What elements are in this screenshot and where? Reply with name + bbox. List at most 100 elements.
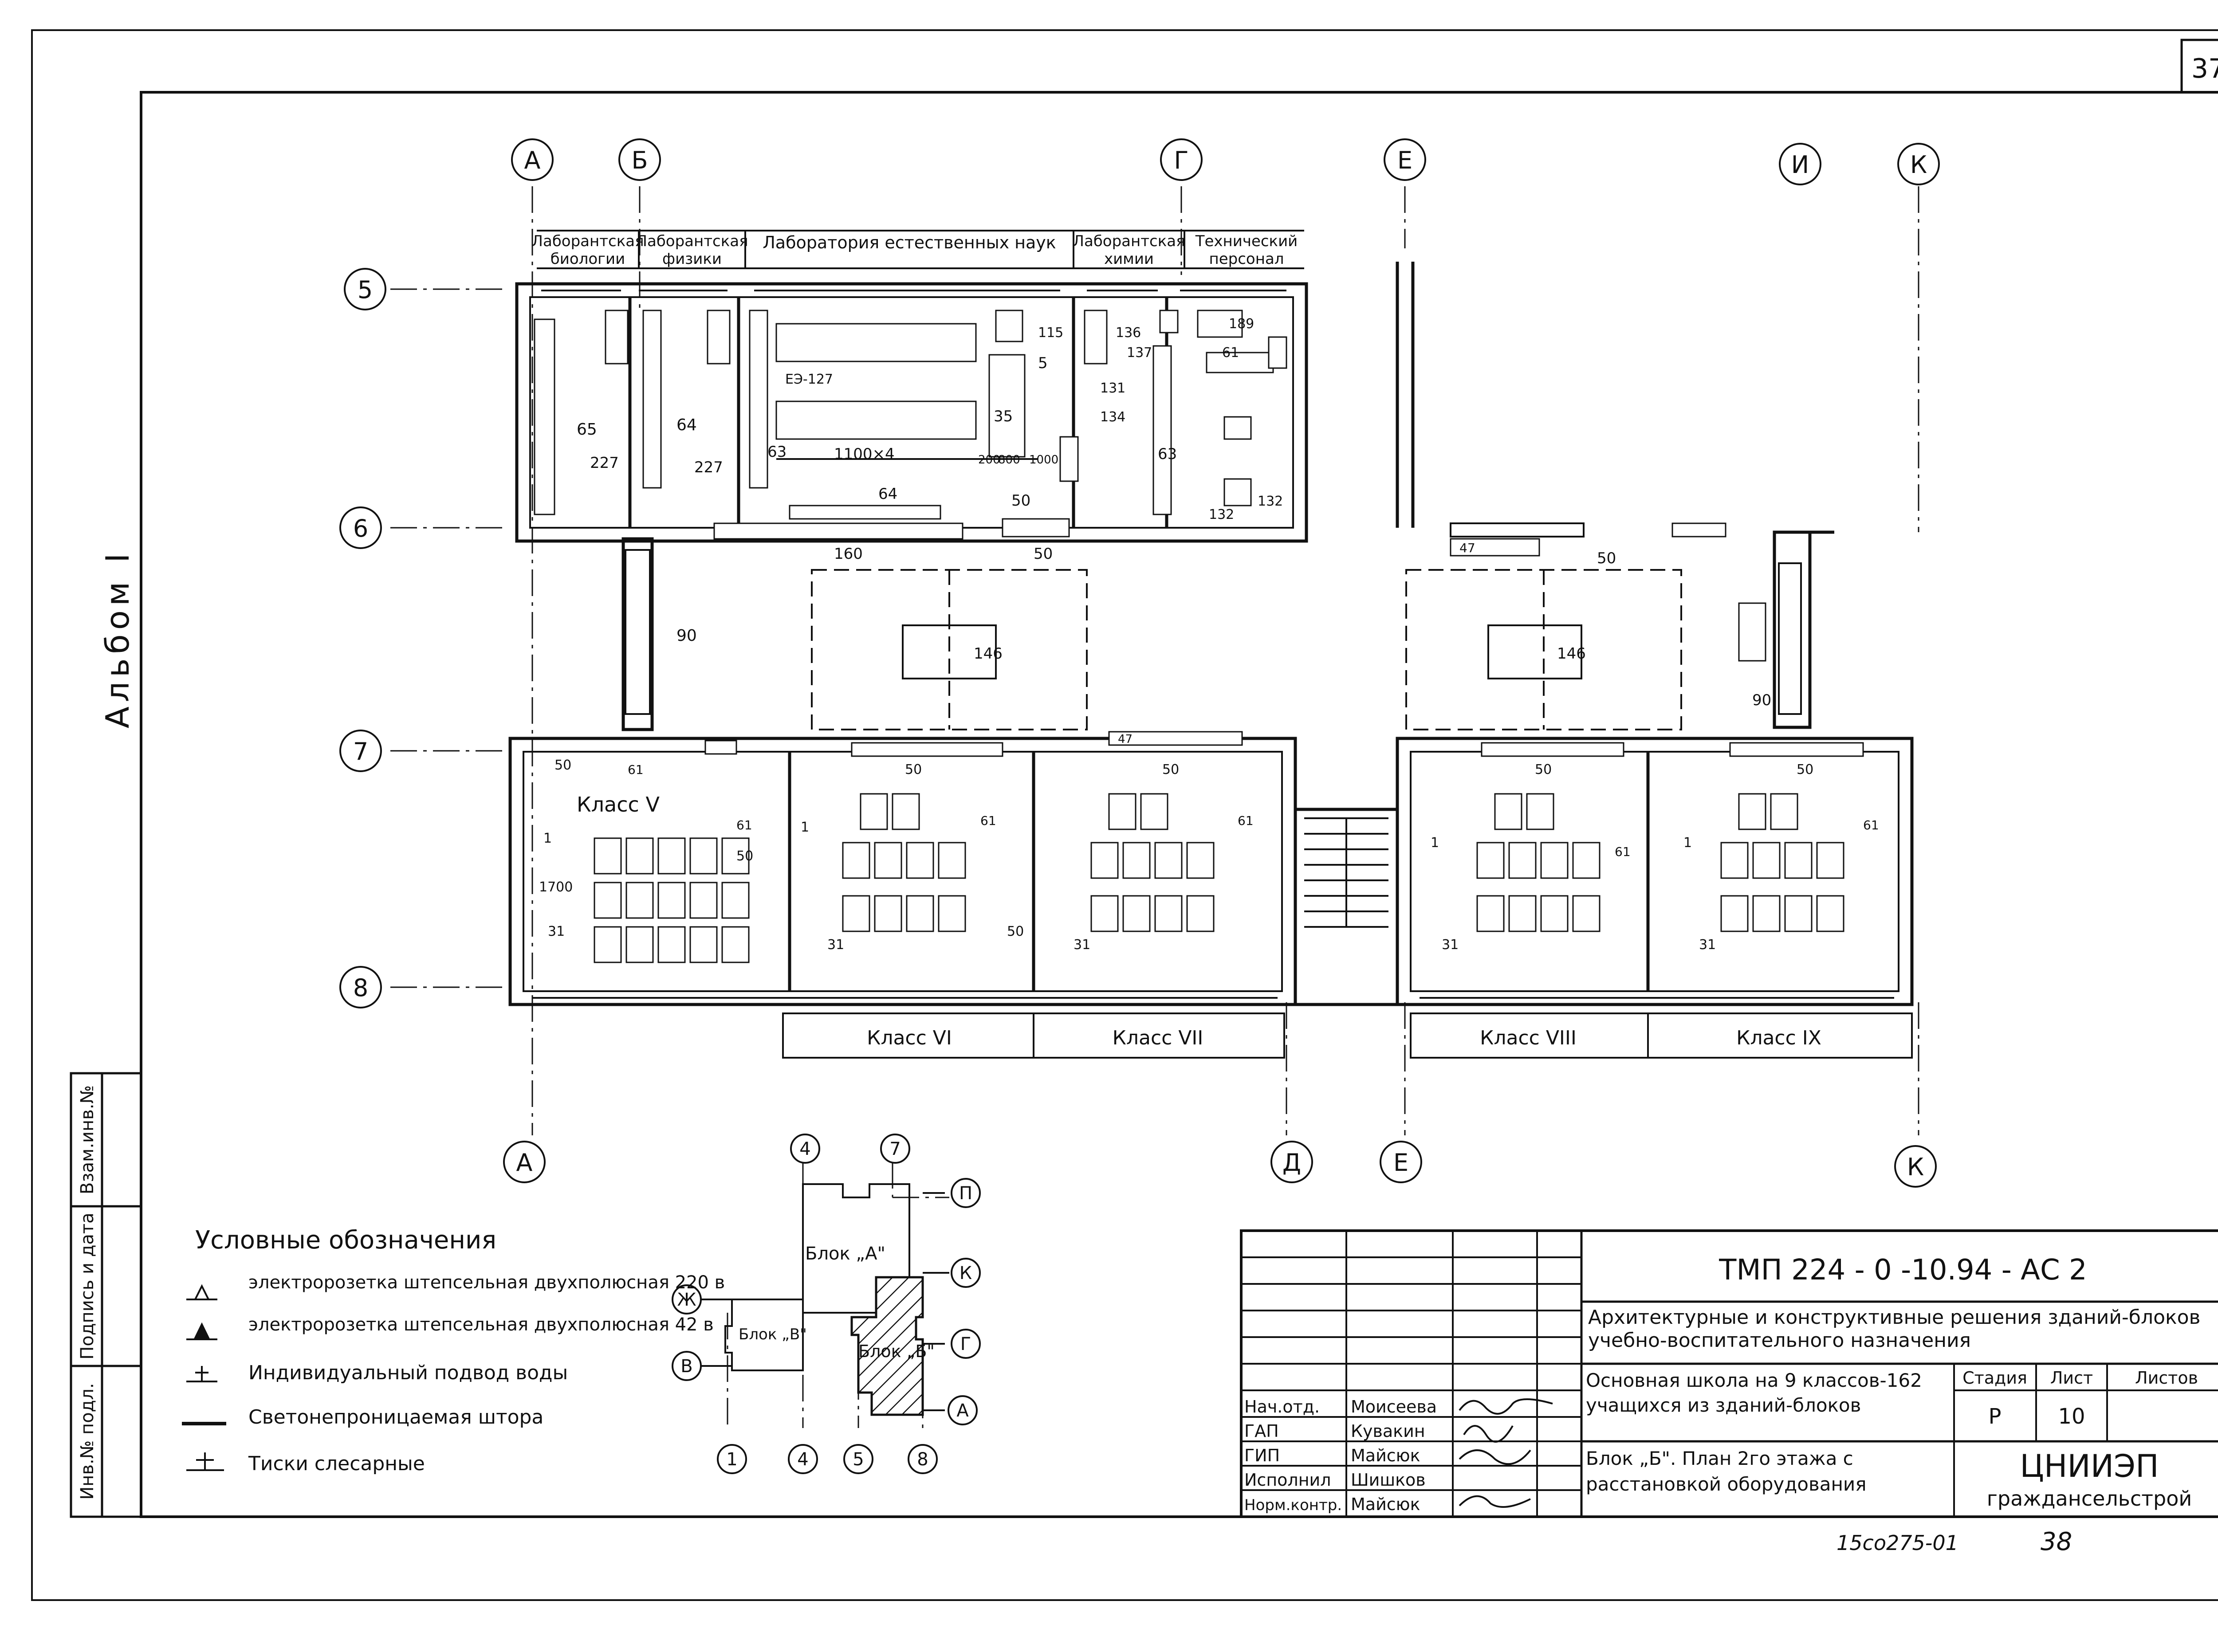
axis-bubble-7: 7 bbox=[339, 730, 382, 772]
svg-text:160: 160 bbox=[834, 545, 863, 563]
object-title: Основная школа на 9 классов-162 учащихся… bbox=[1586, 1369, 1922, 1416]
student-desk bbox=[1108, 793, 1137, 830]
key-plan-block-a: Блок „А" bbox=[805, 1244, 885, 1264]
svg-text:Е: Е bbox=[1397, 146, 1412, 174]
svg-text:К: К bbox=[1910, 151, 1927, 179]
axis-bubble-a-top: А bbox=[511, 138, 554, 181]
svg-text:31: 31 bbox=[548, 924, 565, 939]
mark-64a: 64 bbox=[676, 416, 697, 434]
svg-text:131: 131 bbox=[1100, 381, 1125, 396]
svg-text:61: 61 bbox=[736, 818, 752, 832]
corridor-furniture: 64 160 50 50 47 50 bbox=[713, 485, 1726, 567]
svg-text:1: 1 bbox=[1683, 835, 1692, 851]
student-desk bbox=[1122, 895, 1151, 932]
role-3: ГИП bbox=[1244, 1446, 1280, 1465]
svg-text:химии: химии bbox=[1104, 250, 1154, 268]
svg-text:227: 227 bbox=[694, 459, 723, 476]
key-axis-bubbles: 4 7 П К Ж В Г А 1 4 5 8 bbox=[672, 1134, 981, 1474]
student-desk bbox=[689, 882, 718, 919]
svg-text:Тиски слесарные: Тиски слесарные bbox=[248, 1452, 425, 1475]
svg-text:63: 63 bbox=[1158, 445, 1177, 463]
svg-text:Б: Б bbox=[631, 146, 648, 174]
axis-bubble-a-bottom: А bbox=[503, 1141, 546, 1183]
lab-desks bbox=[775, 310, 1287, 506]
album-label: Альбом I bbox=[99, 549, 136, 729]
approval-stamp: Инв.№ подл. Подпись и дата Взам.инв.№ bbox=[70, 1072, 142, 1518]
page-number-box: 37 bbox=[2180, 39, 2218, 94]
axis-bubble-d-bottom: Д bbox=[1270, 1141, 1313, 1183]
corridor-walls: 90 90 bbox=[517, 262, 1834, 731]
svg-text:134: 134 bbox=[1100, 409, 1125, 425]
student-desk bbox=[1816, 895, 1844, 932]
classroom-marks: Класс V 1 50 61 1700 31 50 61 50 61 1 50… bbox=[539, 757, 1879, 953]
socket-42-icon bbox=[186, 1322, 217, 1340]
svg-text:Ж: Ж bbox=[677, 1290, 696, 1310]
student-desk bbox=[1540, 842, 1569, 879]
svg-text:50: 50 bbox=[1011, 492, 1030, 510]
svg-text:35: 35 bbox=[994, 408, 1013, 425]
svg-text:50: 50 bbox=[554, 757, 571, 773]
svg-text:1000: 1000 bbox=[1029, 453, 1058, 467]
student-desk bbox=[906, 895, 934, 932]
label-tech-staff: Технический bbox=[1195, 232, 1298, 250]
student-desk bbox=[874, 895, 902, 932]
student-desk bbox=[1526, 793, 1554, 830]
svg-text:200: 200 bbox=[978, 453, 1000, 467]
student-desk bbox=[1572, 895, 1601, 932]
student-desk bbox=[1508, 895, 1537, 932]
stamp-inv-label: Инв.№ подл. bbox=[77, 1383, 98, 1499]
name-2: Кувакин bbox=[1351, 1421, 1425, 1441]
title-block: ТМП 224 - 0 -10.94 - АС 2 Архитектурные … bbox=[1240, 1229, 2218, 1518]
role-4: Исполнил bbox=[1244, 1470, 1331, 1490]
svg-text:47: 47 bbox=[1118, 733, 1133, 746]
student-desk bbox=[625, 882, 654, 919]
svg-text:50: 50 bbox=[1007, 924, 1024, 939]
student-desk bbox=[874, 842, 902, 879]
student-desk bbox=[1090, 895, 1119, 932]
mark-65: 65 bbox=[577, 420, 597, 439]
role-5: Норм.контр. bbox=[1244, 1496, 1342, 1514]
svg-text:1: 1 bbox=[726, 1449, 737, 1470]
student-desk bbox=[657, 837, 686, 875]
svg-text:63: 63 bbox=[767, 443, 787, 461]
svg-text:персонал: персонал bbox=[1209, 250, 1284, 268]
svg-text:61: 61 bbox=[1222, 345, 1239, 361]
classroom-wing: 47 bbox=[508, 731, 1914, 1006]
student-desk bbox=[1770, 793, 1798, 830]
role-1: Нач.отд. bbox=[1244, 1397, 1320, 1417]
student-desk bbox=[625, 837, 654, 875]
svg-text:6: 6 bbox=[353, 514, 368, 542]
axis-bubble-b-top: Б bbox=[618, 138, 661, 181]
student-desk bbox=[1186, 842, 1215, 879]
svg-text:А: А bbox=[956, 1401, 969, 1421]
student-desk bbox=[1720, 895, 1749, 932]
student-desk bbox=[1816, 842, 1844, 879]
label-lab-biology: Лаборантская bbox=[531, 232, 644, 250]
stamp-signature-label: Подпись и дата bbox=[77, 1213, 98, 1359]
svg-text:31: 31 bbox=[1442, 937, 1459, 953]
student-desk bbox=[1572, 842, 1601, 879]
sheet-title: Блок „Б". План 2го этажа с расстановкой … bbox=[1586, 1448, 1867, 1495]
student-desk bbox=[1784, 842, 1813, 879]
key-plan-block-v: Блок „В" bbox=[739, 1326, 807, 1343]
svg-text:5: 5 bbox=[853, 1449, 864, 1470]
stage-value: Р bbox=[1989, 1404, 2002, 1429]
svg-text:4: 4 bbox=[797, 1449, 808, 1470]
svg-text:189: 189 bbox=[1229, 316, 1254, 332]
svg-text:1: 1 bbox=[1431, 835, 1439, 851]
svg-text:61: 61 bbox=[1615, 844, 1631, 859]
bench-vise-icon bbox=[186, 1452, 224, 1471]
axis-bubble-5: 5 bbox=[344, 268, 386, 310]
doc-code: ТМП 224 - 0 -10.94 - АС 2 bbox=[1719, 1254, 2087, 1287]
svg-text:227: 227 bbox=[590, 454, 619, 472]
svg-text:электророзетка штепсельная дву: электророзетка штепсельная двухполюсная … bbox=[248, 1315, 714, 1335]
axis-bubble-8: 8 bbox=[339, 966, 382, 1008]
axis-bubble-g-top: Г bbox=[1160, 138, 1203, 181]
svg-text:50: 50 bbox=[1034, 545, 1053, 563]
student-desk bbox=[842, 842, 870, 879]
svg-text:61: 61 bbox=[980, 813, 996, 828]
student-desk bbox=[906, 842, 934, 879]
student-desk bbox=[1720, 842, 1749, 879]
student-desk bbox=[594, 882, 622, 919]
label-lab-physics: Лаборантская bbox=[636, 232, 748, 250]
